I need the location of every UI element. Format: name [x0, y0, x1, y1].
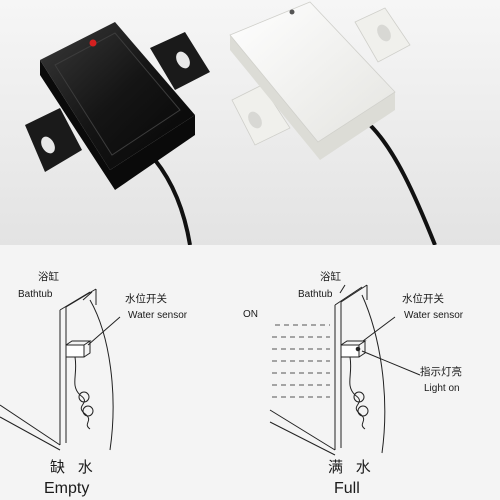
black-water-sensor	[25, 22, 210, 190]
right-bathtub-label-en: Bathtub	[298, 289, 333, 300]
left-sensor-label-cn: 水位开关	[125, 293, 167, 305]
red-indicator-light-icon	[89, 39, 97, 47]
on-label: ON	[243, 309, 258, 320]
product-photo-svg	[0, 0, 500, 245]
right-bathtub-label-cn: 浴缸	[320, 271, 341, 283]
left-bathtub-label-cn: 浴缸	[38, 271, 59, 283]
product-photo	[0, 0, 500, 245]
diagram-svg	[0, 284, 421, 456]
black-sensor-cable	[153, 158, 192, 245]
full-caption-cn: 满 水	[328, 458, 375, 476]
water-level-lines	[272, 324, 330, 398]
white-sensor-cable	[368, 123, 437, 245]
right-sensor-label-en: Water sensor	[404, 310, 464, 321]
right-sensor-label-cn: 水位开关	[402, 293, 444, 305]
left-bathtub-label-en: Bathtub	[18, 289, 53, 300]
full-tub-drawing	[269, 284, 421, 456]
light-on-label-cn: 指示灯亮	[420, 366, 462, 378]
empty-tub-drawing	[0, 288, 121, 451]
installation-diagram: 浴缸 Bathtub 水位开关 Water sensor 缺 水 Empty O…	[0, 245, 500, 500]
empty-caption-en: Empty	[44, 480, 90, 497]
empty-caption-cn: 缺 水	[50, 458, 97, 476]
white-water-sensor	[229, 1, 411, 160]
light-on-label-en: Light on	[424, 383, 460, 394]
full-caption-en: Full	[334, 480, 360, 497]
left-sensor-label-en: Water sensor	[128, 310, 188, 321]
